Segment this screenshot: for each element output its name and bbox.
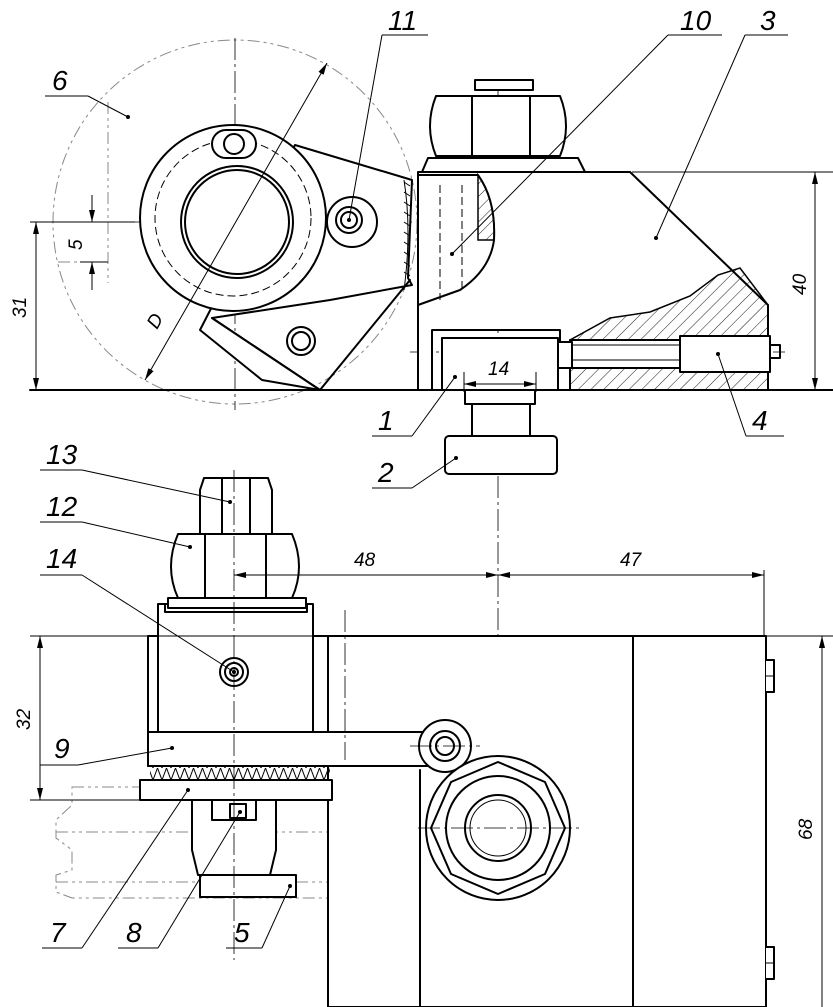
knurled-ring-7	[139, 779, 333, 801]
bottom-view: 48 47 32 68	[14, 470, 833, 1007]
dim-14: 14	[488, 359, 509, 380]
screw-part-13	[199, 477, 273, 535]
dim-47: 47	[620, 550, 643, 571]
part-callouts: 11 10 3 6 1 2 4 13	[40, 5, 788, 949]
foot-part-2	[444, 435, 558, 475]
dim-40: 40	[790, 273, 811, 295]
label-part-10: 10	[680, 5, 712, 36]
label-part-1: 1	[378, 405, 394, 436]
label-part-8: 8	[126, 917, 142, 948]
label-part-4: 4	[752, 405, 768, 436]
dim-32: 32	[14, 708, 35, 730]
top-view: 14 40 31 5 D	[10, 38, 833, 1007]
label-part-6: 6	[52, 65, 68, 96]
nut-part-5	[199, 874, 297, 898]
label-part-13: 13	[46, 439, 78, 470]
label-part-9: 9	[54, 733, 70, 764]
label-part-11: 11	[388, 5, 417, 36]
label-part-2: 2	[377, 457, 394, 488]
dim-68: 68	[796, 818, 817, 840]
dim-5: 5	[66, 239, 87, 250]
dim-31: 31	[10, 297, 31, 318]
dim-D: D	[143, 310, 168, 333]
label-part-5: 5	[234, 917, 250, 948]
nut-part-12	[170, 533, 300, 599]
label-part-12: 12	[46, 491, 78, 522]
label-part-7: 7	[50, 917, 67, 948]
label-part-14: 14	[46, 543, 77, 574]
label-part-3: 3	[760, 5, 776, 36]
dim-48: 48	[354, 550, 376, 571]
